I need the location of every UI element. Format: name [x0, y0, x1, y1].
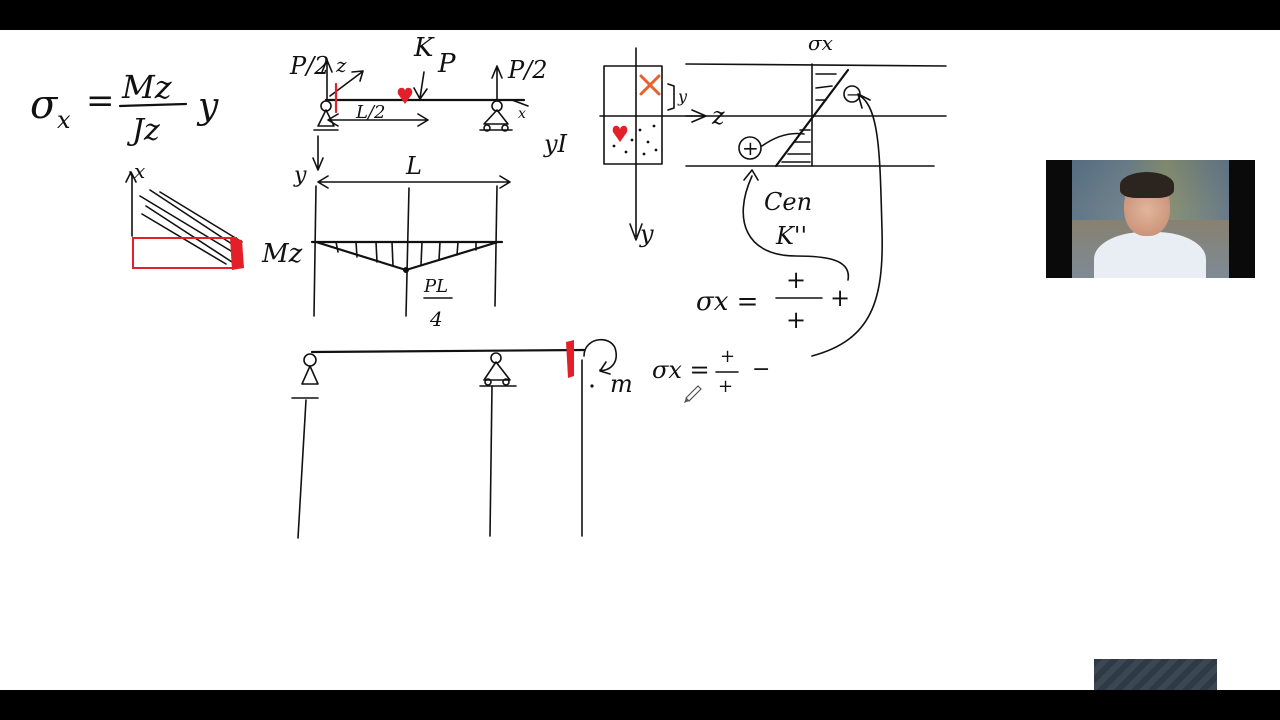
section-note-line1: Cen — [764, 188, 812, 216]
note-arrow-plus — [742, 169, 849, 281]
section-y-bar: yI — [543, 130, 568, 158]
svg-text:x: x — [134, 159, 145, 183]
letterbox-top — [0, 0, 1280, 30]
beam-axis-y-arrow — [312, 135, 324, 171]
stress-hatching — [781, 73, 837, 163]
lower-projection-lines — [297, 359, 583, 539]
section-axis-y-line — [629, 47, 643, 241]
formula-plus-result: + — [830, 284, 850, 312]
formula-equals: = — [86, 81, 115, 121]
beam-axis-z-arrow — [321, 59, 333, 101]
sketch-axis-vertical — [125, 171, 137, 237]
beam-half-span: L/2 — [355, 102, 385, 123]
beam-diagram: z P/2 P/2 K P x L/2 y L — [261, 33, 548, 331]
stress-plus: + — [742, 136, 759, 160]
cross-section: z y y yI — [543, 47, 725, 248]
beam-axis-z: z — [335, 53, 347, 77]
beam-axis-y: y — [293, 163, 307, 188]
formula-sigma: σ — [30, 82, 59, 128]
section-rect — [603, 65, 663, 165]
stress-sketch: x — [125, 159, 244, 270]
lower-moment-arrow — [583, 338, 617, 375]
section-orange-cross — [639, 74, 661, 96]
pen-cursor-icon — [684, 385, 702, 403]
formula-minus-result: − — [752, 357, 770, 382]
formula-numerator: Mz — [121, 68, 173, 106]
sketch-red-mark — [230, 238, 244, 270]
sketch-red-rect — [132, 237, 237, 269]
scrollbar-thumb[interactable] — [1094, 659, 1217, 690]
formula-sub-x: x — [57, 106, 71, 134]
moment-hatching — [335, 241, 477, 267]
formula-factor: y — [196, 86, 219, 127]
lower-left-support — [291, 365, 319, 399]
beam-load-left: P/2 — [289, 52, 330, 80]
beam-point-label: K — [413, 33, 435, 63]
max-moment-den: 4 — [429, 307, 443, 331]
beam-span: L — [405, 152, 422, 180]
section-y-dim: y — [677, 87, 688, 106]
projection-lines — [313, 185, 498, 317]
beam-axis-x: x — [518, 106, 526, 122]
note-arrow-minus — [811, 93, 884, 357]
lower-beam-diagram: m — [291, 338, 633, 539]
formula-plus-den: + — [786, 306, 806, 334]
dim-span — [317, 175, 511, 189]
beam-load-arrow — [413, 71, 428, 100]
sketch-stress-lines — [139, 189, 243, 265]
max-moment-num: PL — [423, 276, 448, 297]
dim-half-span — [327, 113, 429, 127]
formula-minus-den: + — [718, 376, 733, 397]
formula-plus-lhs: σx = — [696, 287, 758, 317]
beam-red-point — [397, 87, 413, 104]
stress-minus-circle — [843, 85, 861, 103]
formula-denominator: Jz — [126, 113, 160, 148]
section-red-point — [612, 125, 628, 142]
beam-load-right: P/2 — [507, 56, 548, 84]
formula-minus: σx = + + − — [652, 346, 770, 397]
formula-plus: σx = + + + — [696, 266, 850, 334]
section-y-bracket — [667, 83, 675, 111]
stress-horizontal-lines — [685, 63, 947, 167]
stress-diagram: σx − + Cen K'' — [685, 31, 947, 357]
formula-plus-num: + — [786, 266, 806, 294]
webcam-scene — [1072, 160, 1229, 278]
lower-right-support — [479, 361, 517, 387]
beam-load-center: P — [437, 49, 456, 79]
section-dots — [612, 124, 658, 156]
formula-main: σ x = Mz Jz y — [30, 68, 219, 148]
stress-minus: − — [846, 85, 859, 104]
stress-slope — [774, 68, 850, 168]
beam-right-reaction-arrow — [491, 65, 503, 101]
stress-top: σx — [808, 31, 833, 55]
letterbox-bottom — [0, 690, 1280, 720]
section-axis-y: y — [639, 220, 654, 248]
formula-minus-lhs: σx = — [652, 356, 710, 384]
webcam-video[interactable] — [1046, 160, 1255, 278]
moment-label: Mz — [261, 239, 303, 269]
section-note-line2: K'' — [775, 222, 807, 250]
lower-moment-label: m — [610, 370, 633, 398]
lower-beam-line — [310, 348, 586, 354]
formula-fraction-bar — [118, 102, 188, 108]
stress-plus-circle — [738, 136, 762, 160]
formula-minus-num: + — [720, 346, 735, 367]
lower-red-section — [566, 340, 574, 378]
